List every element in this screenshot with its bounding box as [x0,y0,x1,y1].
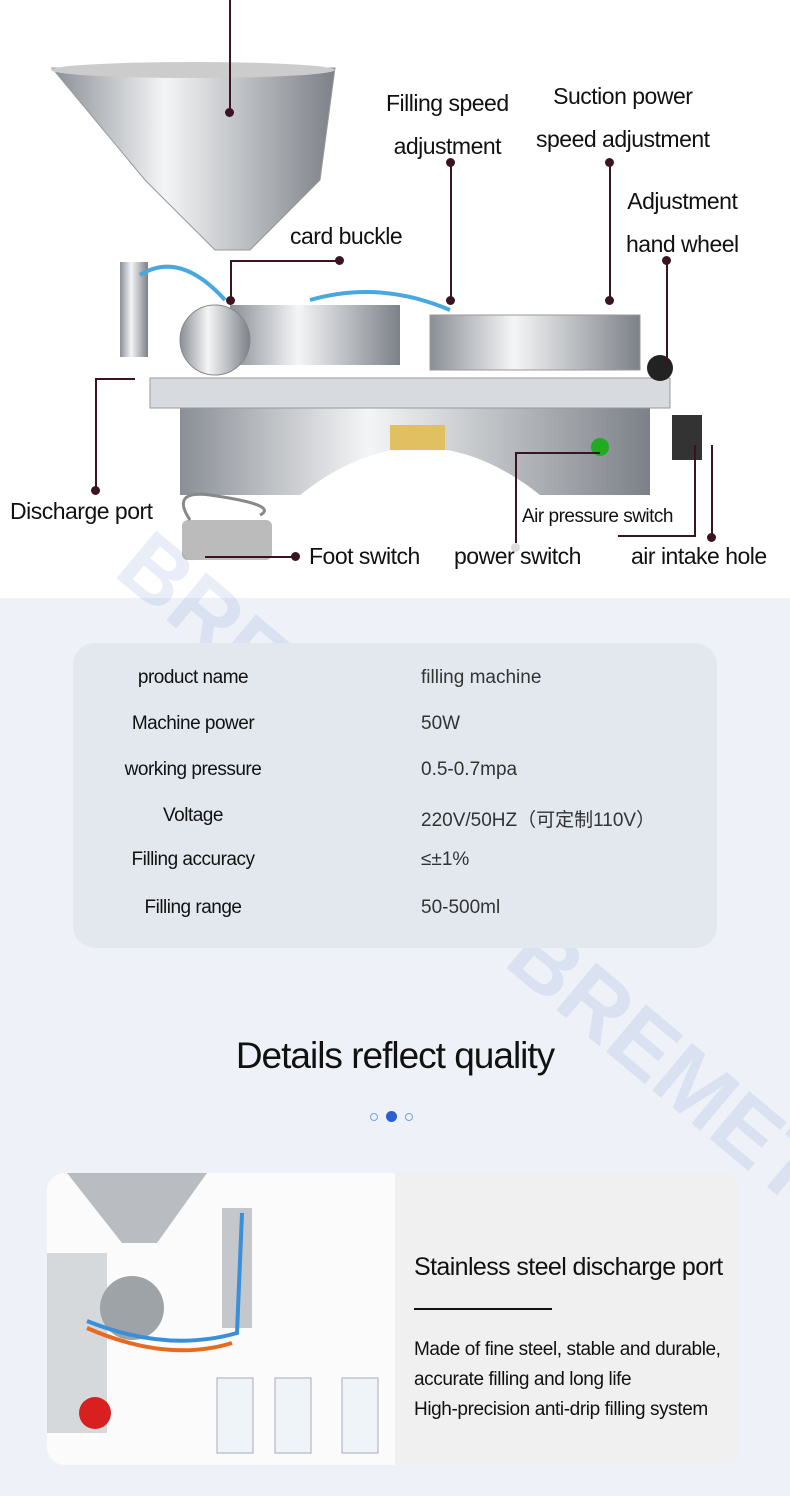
callout-line: Filling speed [386,90,509,116]
spec-key: product name [137,667,249,688]
callout-foot-switch: Foot switch [305,543,424,570]
callout-air-intake-hole: air intake hole [627,543,771,570]
callout-line: Adjustment [627,188,738,214]
divider [414,1308,552,1310]
description-line: accurate filling and long life [414,1369,632,1390]
callout-air-pressure-switch: Air pressure switch [518,506,677,528]
spec-key: Filling accuracy [131,849,255,870]
callout-adjustment-wheel: Adjustment hand wheel [622,180,743,266]
detail-card: Stainless steel discharge port Made of f… [47,1173,740,1465]
spec-key: Voltage [163,805,223,826]
detail-title: Stainless steel discharge port [414,1253,723,1281]
machine-diagram: Filling speed adjustment Suction power spe… [0,0,790,598]
callout-line: Suction power [553,83,693,109]
carousel-dot-active[interactable] [386,1111,397,1122]
discharge-port-photo [47,1173,395,1465]
callout-power-switch: power switch [450,543,585,570]
description-line: High-precision anti-drip filling system [414,1399,708,1420]
discharge-port-illustration [47,1173,379,1454]
callout-line: hand wheel [626,231,739,257]
spec-table: product name filling machine Machine powe… [73,643,717,948]
filling-machine-illustration [50,62,702,560]
spec-value: ≤±1% [421,849,470,870]
callout-discharge-port: Discharge port [6,498,157,525]
spec-value: 0.5-0.7mpa [421,759,518,780]
spec-value: 220V/50HZ（可定制110V） [421,810,656,831]
spec-key: working pressure [124,759,262,780]
spec-key: Filling range [144,897,243,918]
detail-description: Made of fine steel, stable and durable, … [414,1335,721,1425]
description-line: Made of fine steel, stable and durable, [414,1339,721,1360]
carousel-dot[interactable] [405,1112,413,1121]
callout-line: speed adjustment [536,126,710,152]
carousel-indicator[interactable] [370,1111,413,1122]
spec-value: 50W [421,713,461,734]
callout-suction-power: Suction power speed adjustment [532,75,714,161]
callout-filling-speed: Filling speed adjustment [382,82,513,168]
spec-value: 50-500ml [421,897,501,918]
carousel-dot[interactable] [370,1112,378,1121]
spec-value: filling machine [421,667,542,688]
spec-key: Machine power [131,713,255,734]
callout-line: adjustment [393,133,502,159]
callout-card-buckle: card buckle [286,223,407,250]
section-title: Details reflect quality [235,1035,555,1076]
hopper-marker [225,108,234,117]
